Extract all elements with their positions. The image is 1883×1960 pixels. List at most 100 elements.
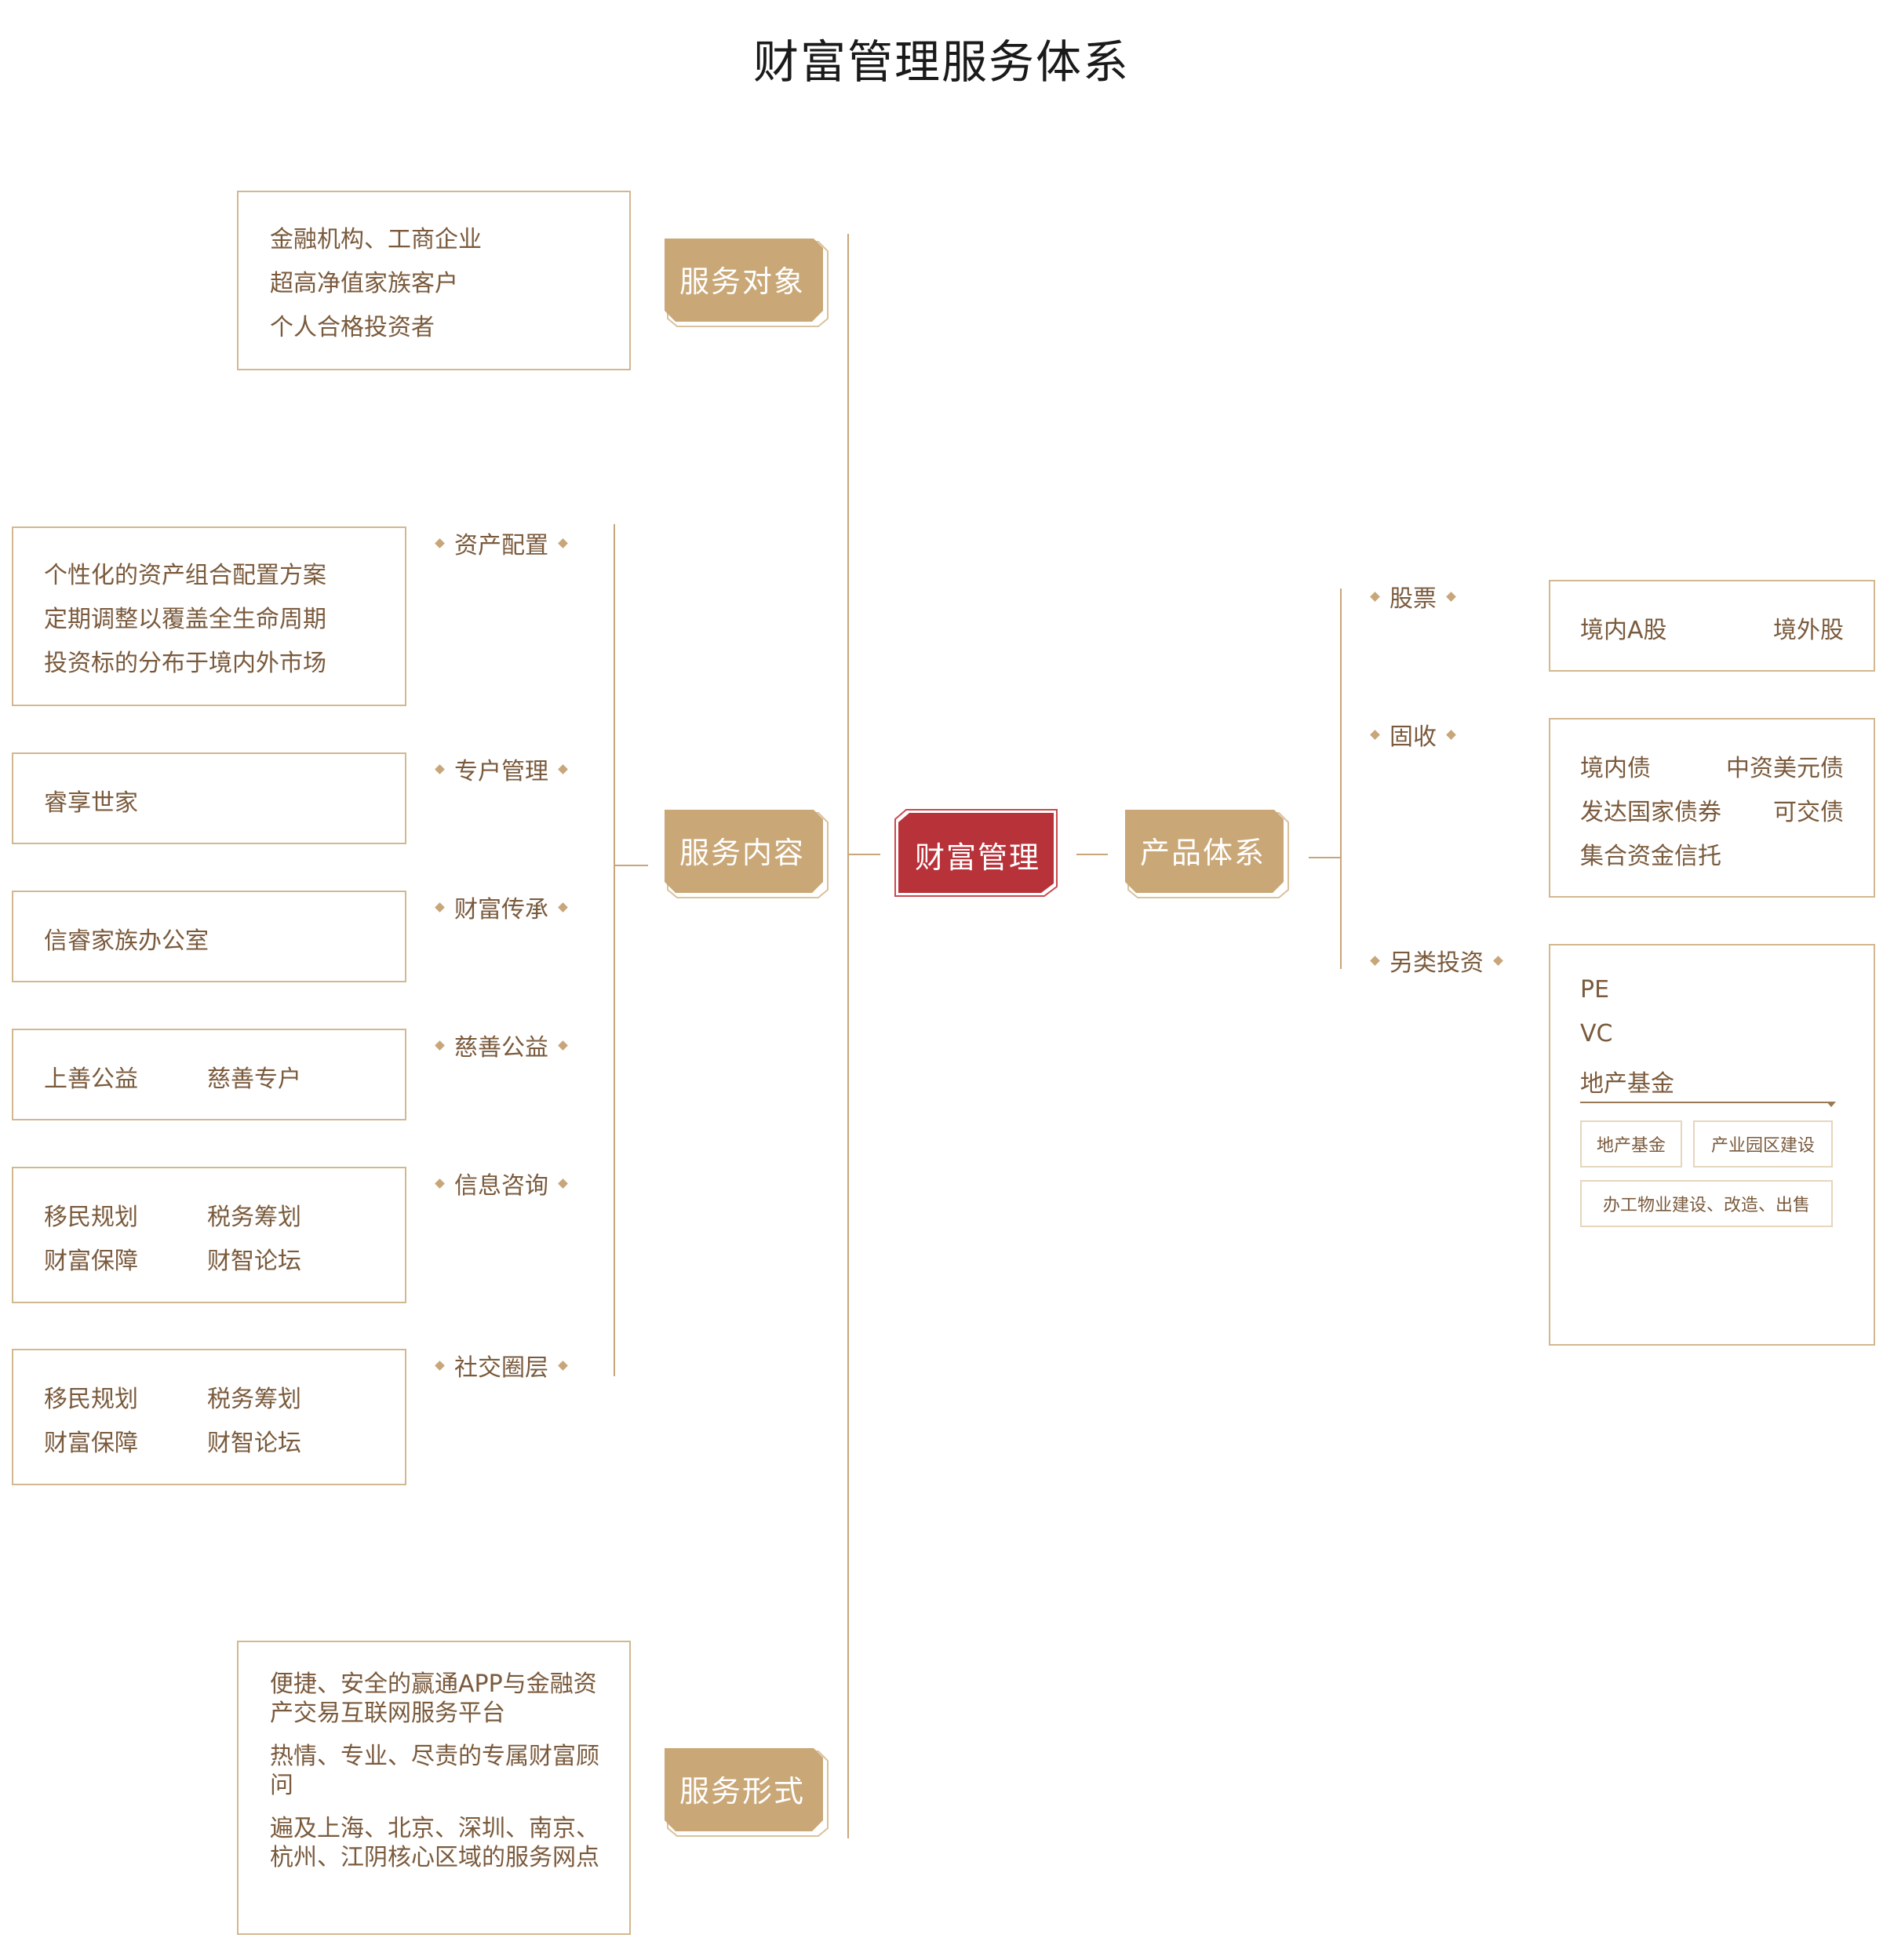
diamond-icon	[1370, 729, 1380, 740]
product-system-tag-label: 产品体系	[1139, 835, 1266, 870]
account-management-box	[12, 752, 406, 844]
tag-shape	[665, 1748, 829, 1837]
diamond-icon	[435, 1040, 445, 1051]
account-management-item: 睿享世家	[44, 789, 138, 817]
consulting-item: 财智论坛	[207, 1248, 301, 1275]
diamond-icon	[435, 537, 445, 548]
real-estate-underline	[1580, 1102, 1833, 1103]
service-target-item: 金融机构、工商企业	[270, 226, 482, 253]
branch-label-text: 财富传承	[454, 896, 548, 924]
service-form-item: 遍及上海、北京、深圳、南京、杭州、江阴核心区域的服务网点	[270, 1815, 599, 1871]
stocks-item: 境内A股	[1580, 617, 1667, 644]
sub-item-chip: 办工物业建设、改造、出售	[1580, 1180, 1833, 1227]
social-circle-item: 税务筹划	[207, 1386, 301, 1413]
branch-label-charity: 慈善公益	[435, 1028, 568, 1062]
service-form-item: 便捷、安全的赢通APP与金融资产交易互联网服务平台	[270, 1670, 597, 1727]
service-target-tag-label: 服务对象	[679, 264, 805, 299]
center-node-shape	[894, 809, 1058, 897]
service-target-item: 超高净值家族客户	[270, 270, 458, 297]
diamond-icon	[435, 763, 445, 774]
consulting-box	[12, 1167, 406, 1303]
charity-item: 慈善专户	[207, 1066, 301, 1093]
branch-label-consulting: 信息咨询	[435, 1166, 568, 1200]
branch-label-text: 股票	[1389, 585, 1437, 613]
tag-shape	[665, 810, 829, 898]
diamond-icon	[558, 1360, 568, 1371]
branch-label-text: 资产配置	[454, 532, 548, 559]
diamond-icon	[1446, 729, 1456, 740]
alternative-box	[1549, 944, 1875, 1346]
sub-item-chip: 地产基金	[1580, 1120, 1682, 1168]
diamond-icon	[558, 763, 568, 774]
asset-allocation-item: 定期调整以覆盖全生命周期	[44, 606, 326, 633]
alternative-item: 地产基金	[1580, 1070, 1674, 1098]
service-target-item: 个人合格投资者	[270, 314, 435, 341]
product-system-tag: 产品体系	[1122, 807, 1289, 898]
fixed-income-item: 可交债	[1773, 799, 1844, 826]
center-to-product-connector	[1076, 854, 1108, 855]
fixed-income-item: 境内债	[1580, 755, 1651, 782]
branch-label-text: 固收	[1389, 723, 1437, 751]
product-to-branch-connector	[1309, 857, 1342, 858]
service-target-box	[237, 191, 631, 370]
branch-label-social-circle: 社交圈层	[435, 1348, 568, 1383]
center-node: 财富管理	[892, 807, 1058, 898]
diamond-icon	[558, 537, 568, 548]
branch-label-wealth-inheritance: 财富传承	[435, 890, 568, 924]
diamond-icon	[435, 1178, 445, 1189]
alternative-item: PE	[1580, 976, 1610, 1004]
asset-allocation-item: 投资标的分布于境内外市场	[44, 650, 326, 677]
branch-label-asset-allocation: 资产配置	[435, 526, 568, 560]
tag-shape	[1125, 810, 1289, 898]
wealth-inheritance-item: 信睿家族办公室	[44, 927, 209, 955]
consulting-item: 税务筹划	[207, 1204, 301, 1231]
consulting-item: 移民规划	[44, 1204, 138, 1231]
diamond-icon	[1446, 591, 1456, 602]
branch-label-text: 慈善公益	[454, 1034, 548, 1062]
diamond-icon	[435, 902, 445, 913]
branch-label-text: 另类投资	[1389, 949, 1484, 977]
fixed-income-item: 发达国家债券	[1580, 799, 1721, 826]
branch-label-text: 专户管理	[454, 758, 548, 785]
content-connector	[615, 865, 648, 866]
service-target-tag: 服务对象	[661, 235, 829, 327]
branch-label-alternative: 另类投资	[1370, 943, 1503, 978]
branch-label-stocks: 股票	[1370, 579, 1456, 614]
charity-item: 上善公益	[44, 1066, 138, 1093]
fixed-income-box	[1549, 718, 1875, 898]
diamond-icon	[558, 1178, 568, 1189]
social-circle-box	[12, 1349, 406, 1485]
branch-label-account-management: 专户管理	[435, 752, 568, 786]
diamond-icon	[558, 1040, 568, 1051]
fixed-income-item: 中资美元债	[1726, 755, 1844, 782]
diamond-icon	[435, 1360, 445, 1371]
social-circle-item: 移民规划	[44, 1386, 138, 1413]
fixed-income-item: 集合资金信托	[1580, 843, 1721, 870]
diamond-icon	[1493, 955, 1503, 966]
caret-down-icon	[1827, 1102, 1836, 1107]
asset-allocation-box	[12, 526, 406, 706]
asset-allocation-item: 个性化的资产组合配置方案	[44, 562, 326, 589]
service-form-tag: 服务形式	[661, 1745, 829, 1837]
service-form-tag-label: 服务形式	[679, 1773, 805, 1809]
diamond-icon	[1370, 955, 1380, 966]
diamond-icon	[558, 902, 568, 913]
consulting-item: 财富保障	[44, 1248, 138, 1275]
service-form-box	[237, 1641, 631, 1935]
stocks-item: 境外股	[1773, 617, 1844, 644]
diamond-icon	[1370, 591, 1380, 602]
product-branch-line	[1340, 588, 1342, 969]
content-branch-line	[614, 524, 615, 1376]
wealth-inheritance-box	[12, 891, 406, 982]
branch-label-text: 信息咨询	[454, 1172, 548, 1200]
sub-item-chip: 产业园区建设	[1693, 1120, 1833, 1168]
social-circle-item: 财富保障	[44, 1430, 138, 1457]
stocks-box	[1549, 580, 1875, 672]
service-content-tag-label: 服务内容	[679, 835, 805, 870]
alternative-item: VC	[1580, 1020, 1613, 1047]
main-trunk-line	[847, 234, 849, 1838]
trunk-to-center-connector	[849, 854, 880, 855]
service-form-item: 热情、专业、尽责的专属财富顾问	[270, 1743, 599, 1799]
tag-shape	[665, 239, 829, 327]
social-circle-item: 财智论坛	[207, 1430, 301, 1457]
